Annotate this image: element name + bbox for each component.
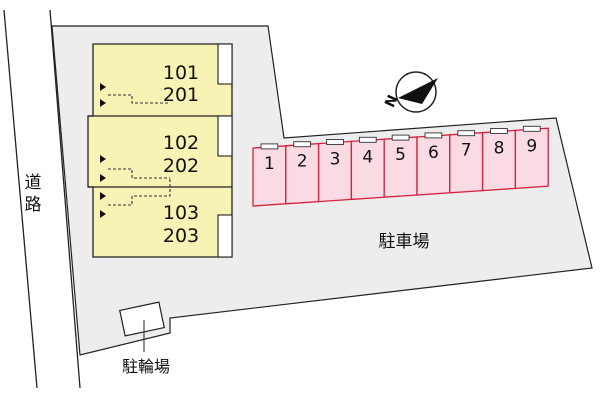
unit-label-203: 203 [163, 225, 199, 247]
wheel-stop [260, 143, 279, 150]
north-compass: N [382, 71, 438, 113]
road-edge-right [49, 9, 81, 389]
unit-label-101: 101 [163, 62, 199, 84]
unit-label-201: 201 [163, 84, 199, 106]
wheel-stop [490, 128, 508, 134]
unit-label-202: 202 [163, 155, 199, 177]
wheel-stop [293, 141, 312, 148]
parking-space-number-8: 8 [494, 139, 505, 159]
building-outline [87, 43, 233, 258]
wheel-stop [424, 132, 443, 139]
bicycle-shed [119, 301, 165, 337]
parking-spaces: 1 2 3 4 5 6 7 8 9 [252, 125, 549, 207]
bicycle-parking-label: 駐輪場 [122, 357, 170, 376]
balcony [217, 43, 233, 85]
compass-needle [398, 78, 438, 104]
parking-space-number-9: 9 [526, 136, 537, 156]
balcony [217, 115, 233, 157]
parking-space-number-1: 1 [264, 154, 275, 174]
corridor-lines [108, 94, 171, 206]
wheel-stop [522, 125, 541, 132]
parking-space-number-5: 5 [395, 145, 406, 165]
wheel-stop [326, 139, 344, 145]
road-edge-left [3, 9, 38, 389]
road-label: 道路 [25, 173, 42, 215]
bicycle-parking: 駐輪場 [119, 301, 170, 376]
wheel-stop [457, 130, 476, 137]
parking-space-number-7: 7 [461, 141, 472, 161]
parking-space-number-2: 2 [297, 152, 308, 172]
wheel-stop [358, 136, 377, 143]
unit-label-103: 103 [163, 202, 199, 224]
parking-space-number-6: 6 [428, 143, 439, 163]
wheel-stop [391, 134, 410, 141]
entrance-arrows [100, 83, 106, 218]
parking-space-number-3: 3 [330, 150, 341, 170]
parking-area-label: 駐車場 [379, 232, 430, 252]
unit-label-102: 102 [163, 132, 199, 154]
apartment-building: 101 201 102 202 103 203 [87, 43, 233, 258]
parking-space-number-4: 4 [362, 147, 373, 167]
balcony [217, 214, 233, 258]
